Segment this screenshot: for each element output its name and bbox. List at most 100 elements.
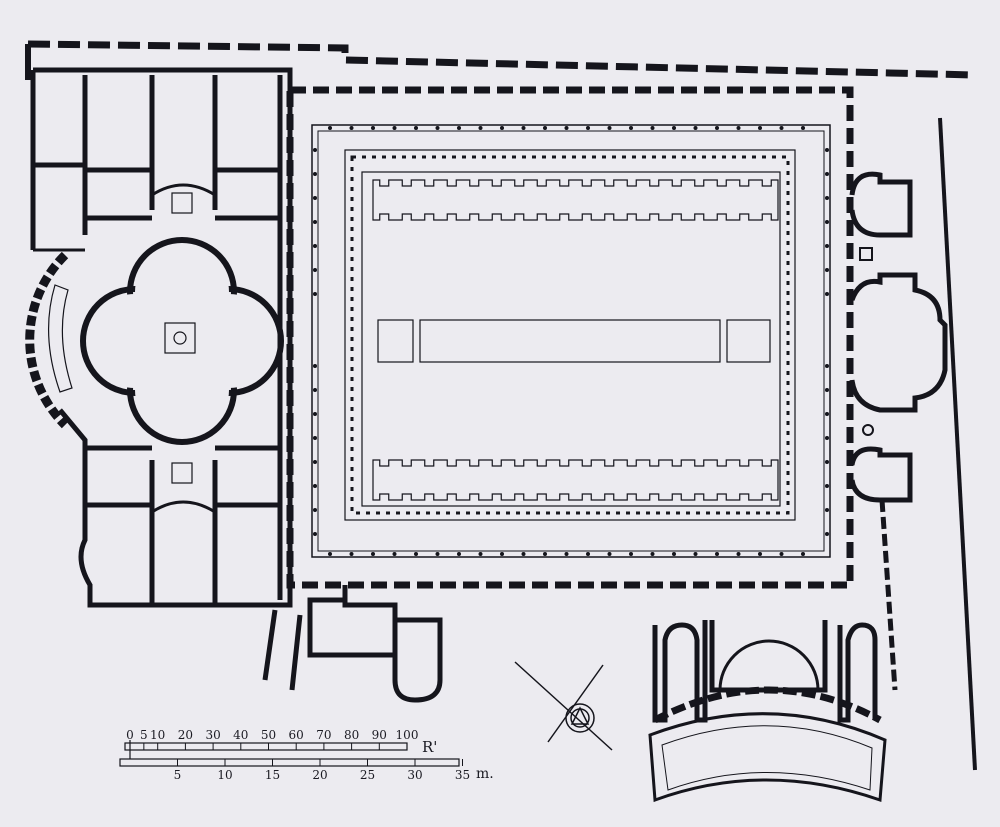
column xyxy=(672,126,676,130)
apse-arcs xyxy=(151,183,216,514)
column xyxy=(650,126,655,130)
east-pool xyxy=(726,319,771,363)
column xyxy=(825,532,829,536)
column xyxy=(825,148,829,152)
column xyxy=(313,436,317,440)
scale-metric-label: 30 xyxy=(407,768,422,782)
scale-roman-label: 100 xyxy=(396,728,419,742)
north-compass-icon xyxy=(514,661,613,751)
column xyxy=(825,244,829,248)
scale-roman-label: 40 xyxy=(233,728,248,742)
scale-bar-metric xyxy=(119,758,460,767)
scale-metric-label: 35 xyxy=(455,768,470,782)
column xyxy=(693,126,698,130)
column xyxy=(414,552,418,556)
column xyxy=(825,292,829,296)
column xyxy=(825,484,829,488)
east-rotundas xyxy=(849,117,977,771)
column xyxy=(500,552,504,556)
column xyxy=(825,172,829,176)
column xyxy=(313,148,317,152)
column xyxy=(715,552,719,556)
courtyard-colonnade xyxy=(311,124,831,558)
south-structures xyxy=(262,585,887,803)
scale-roman-label: 90 xyxy=(372,728,387,742)
scale-roman-label: 0 xyxy=(126,728,134,742)
column xyxy=(313,268,317,272)
column xyxy=(758,126,762,130)
column xyxy=(825,388,829,392)
column xyxy=(313,172,317,176)
column xyxy=(586,126,590,130)
column xyxy=(564,126,569,130)
courtyard-outer-wall xyxy=(286,86,854,589)
column xyxy=(313,508,317,512)
column xyxy=(825,412,829,416)
column xyxy=(392,126,397,130)
central-long-pool xyxy=(419,319,721,363)
column xyxy=(825,364,829,368)
column xyxy=(328,552,332,556)
column xyxy=(825,268,829,272)
column xyxy=(478,552,483,556)
column xyxy=(607,126,612,130)
column xyxy=(693,552,698,556)
north-basin xyxy=(171,192,193,214)
column xyxy=(328,126,332,130)
scale-roman-label: 10 xyxy=(150,728,165,742)
colonnade-columns xyxy=(313,126,829,556)
column xyxy=(825,508,829,512)
column xyxy=(435,126,440,130)
quatrefoil-hall xyxy=(80,237,284,445)
scale-roman-label: 50 xyxy=(261,728,276,742)
column xyxy=(478,126,483,130)
south-basin xyxy=(171,462,193,484)
column xyxy=(457,552,461,556)
column xyxy=(736,126,741,130)
column xyxy=(825,436,829,440)
column xyxy=(801,552,805,556)
column xyxy=(715,126,719,130)
column xyxy=(313,292,317,296)
column xyxy=(313,196,317,200)
column xyxy=(313,244,317,248)
column xyxy=(543,552,547,556)
column xyxy=(313,412,317,416)
south-garden-bed xyxy=(372,459,779,501)
column xyxy=(435,552,440,556)
column xyxy=(349,552,354,556)
column xyxy=(825,460,829,464)
scale-metric-label: 15 xyxy=(265,768,280,782)
scale-metric-label: 10 xyxy=(217,768,232,782)
column xyxy=(758,552,762,556)
west-pool xyxy=(377,319,414,363)
column xyxy=(672,552,676,556)
west-exedra xyxy=(25,251,73,429)
scale-roman-label: 5 xyxy=(140,728,148,742)
column xyxy=(313,484,317,488)
column xyxy=(564,552,569,556)
column xyxy=(371,126,375,130)
column xyxy=(543,126,547,130)
column xyxy=(392,552,397,556)
column xyxy=(313,532,317,536)
north-garden-bed xyxy=(372,179,779,221)
column xyxy=(801,126,805,130)
column xyxy=(779,126,784,130)
scale-roman-label: 70 xyxy=(316,728,331,742)
scale-roman-label: 60 xyxy=(289,728,304,742)
column xyxy=(457,126,461,130)
column xyxy=(629,126,633,130)
scale-roman-label: 20 xyxy=(178,728,193,742)
column xyxy=(414,126,418,130)
scale-metric-unit: m. xyxy=(476,766,494,782)
scale-roman-label: 30 xyxy=(205,728,220,742)
scale-metric-label: 5 xyxy=(174,768,182,782)
column xyxy=(313,460,317,464)
column xyxy=(313,388,317,392)
column xyxy=(521,126,526,130)
